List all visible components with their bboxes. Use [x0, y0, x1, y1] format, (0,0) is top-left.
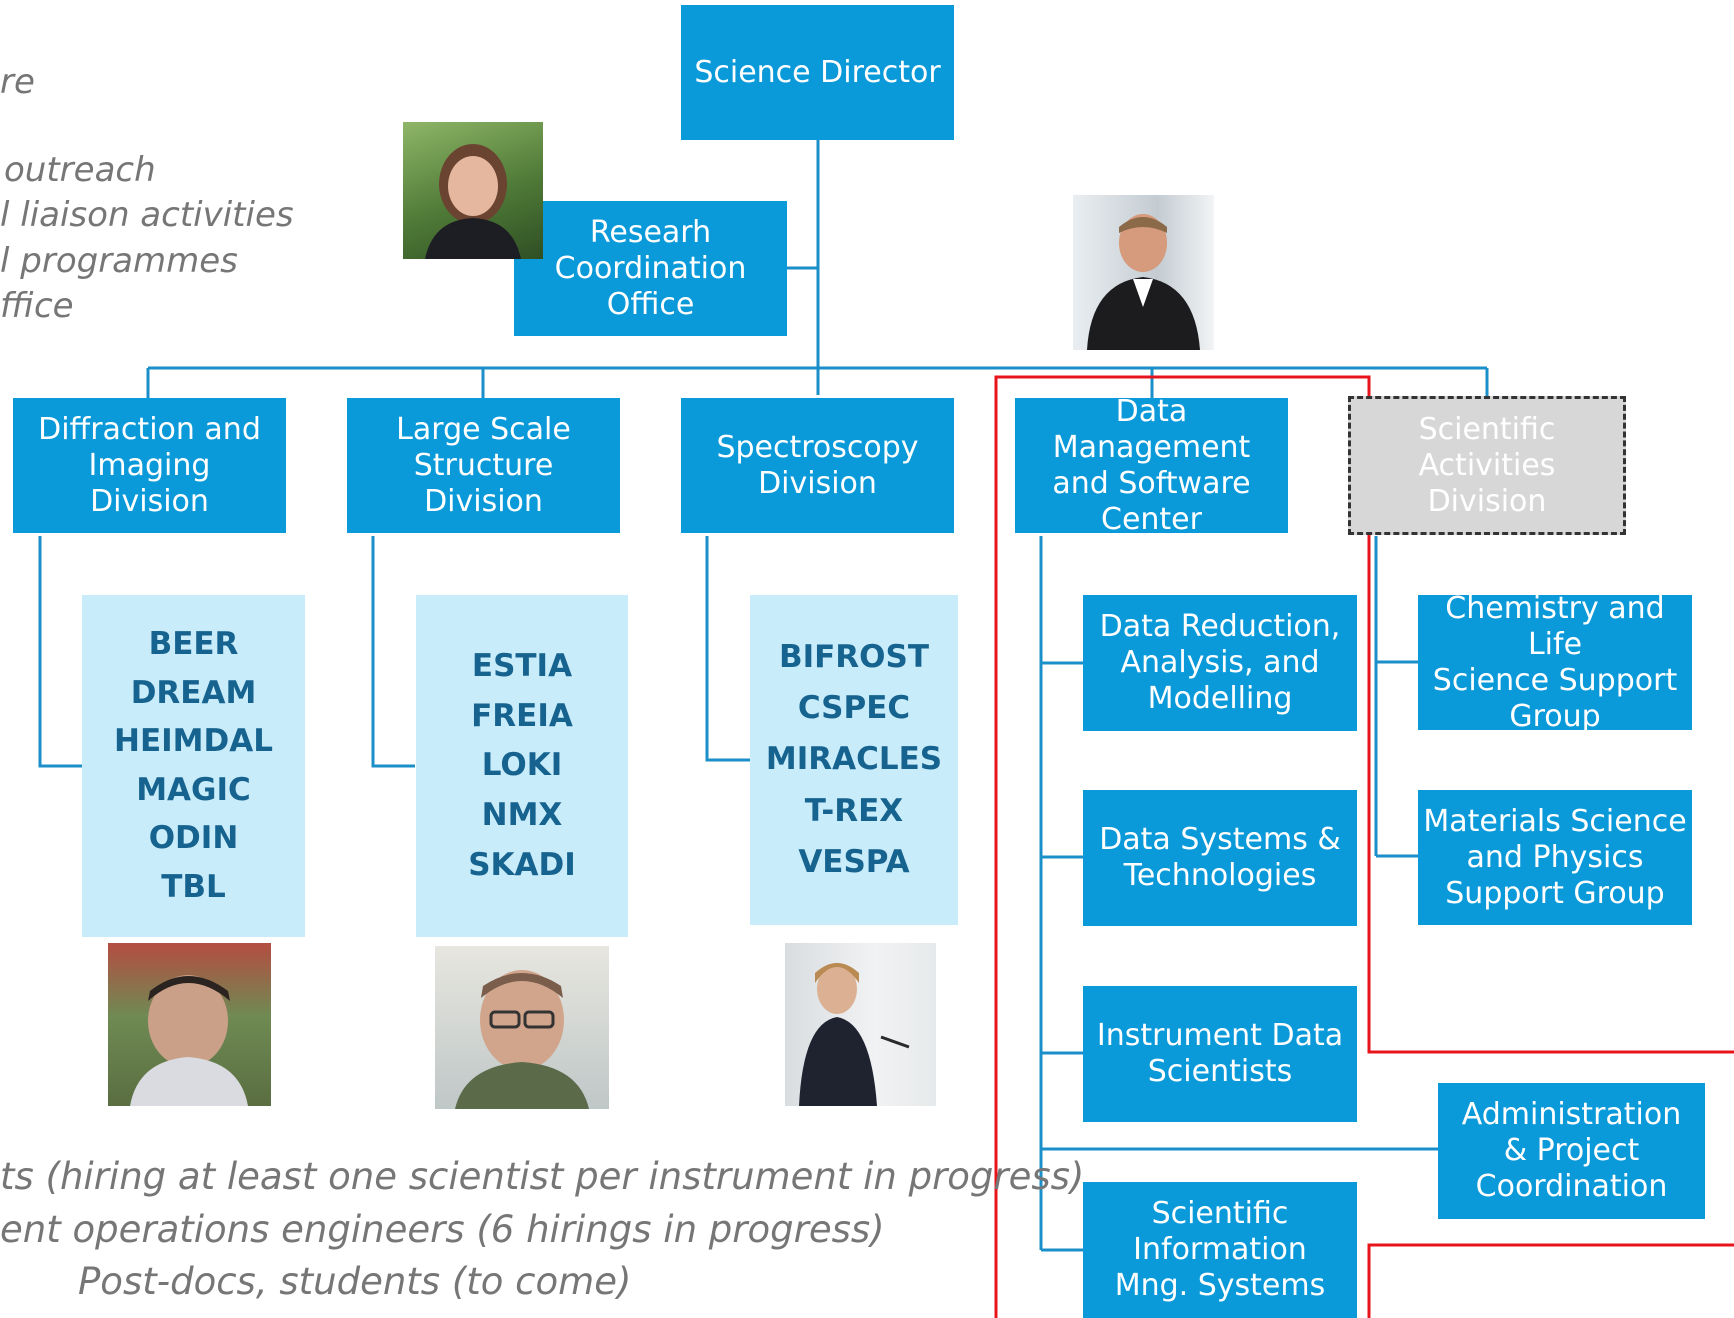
instrument-freia: FREIA	[471, 697, 573, 734]
scientific-information-systems-box: Scientific Information Mng. Systems	[1083, 1182, 1357, 1318]
bottom-note-line-1: ts (hiring at least one scientist per in…	[0, 1155, 1085, 1198]
connector	[371, 536, 415, 768]
connector	[38, 536, 82, 768]
bottom-note-line-3: Post-docs, students (to come)	[78, 1260, 632, 1303]
instrument-trex: T-REX	[804, 792, 904, 829]
dmsc-box: Data Management and Software Center	[1015, 394, 1288, 537]
left-note-line-3: l liaison activities	[0, 195, 294, 235]
materials-science-group-box: Materials Science and Physics Support Gr…	[1418, 790, 1692, 925]
connector	[705, 536, 750, 762]
photo-research-office-head	[403, 122, 543, 259]
instrument-bifrost: BIFROST	[778, 639, 930, 675]
left-note-line-2: outreach	[4, 150, 156, 190]
instrument-data-scientists-box: Instrument Data Scientists	[1083, 986, 1357, 1122]
instrument-miracles: MIRACLES	[765, 741, 943, 778]
spectroscopy-division-box: Spectroscopy Division	[681, 398, 954, 533]
administration-coordination-box: Administration & Project Coordination	[1438, 1083, 1705, 1219]
photo-diffraction-head	[108, 943, 271, 1106]
instrument-cspec: CSPEC	[797, 690, 911, 727]
scientific-activities-division-box: Scientific Activities Division	[1348, 396, 1626, 535]
instrument-odin: ODIN	[148, 820, 239, 857]
large-scale-structure-division-box: Large Scale Structure Division	[347, 398, 620, 533]
bottom-note-line-2: ent operations engineers (6 hirings in p…	[0, 1208, 885, 1251]
data-systems-group-box: Data Systems & Technologies	[1083, 790, 1357, 926]
diffraction-imaging-division-box: Diffraction and Imaging Division	[13, 398, 286, 533]
data-reduction-group-box: Data Reduction, Analysis, and Modelling	[1083, 595, 1357, 731]
instrument-nmx: NMX	[481, 797, 563, 834]
left-note-line-4: l programmes	[0, 241, 238, 281]
left-note-line-1: re	[0, 62, 35, 102]
instrument-magic: MAGIC	[136, 771, 251, 808]
instrument-heimdal: HEIMDAL	[114, 723, 273, 760]
diffraction-instruments-list: BEER DREAM HEIMDAL MAGIC ODIN TBL	[82, 595, 305, 937]
instrument-vespa: VESPA	[798, 843, 910, 880]
photo-spectroscopy-head	[785, 943, 936, 1106]
instrument-tbl: TBL	[161, 868, 226, 905]
instrument-beer: BEER	[148, 626, 239, 663]
research-coordination-office-box: Researh Coordination Office	[514, 201, 787, 336]
instrument-dream: DREAM	[130, 674, 257, 711]
instrument-estia: ESTIA	[471, 647, 573, 684]
photo-dmsc-head	[1073, 195, 1214, 350]
science-director-box: Science Director	[681, 5, 954, 140]
instrument-loki: LOKI	[481, 747, 563, 784]
instrument-skadi: SKADI	[468, 847, 576, 884]
left-note-line-5: ffice	[0, 286, 74, 326]
chemistry-life-science-group-box: Chemistry and Life Science Support Group	[1418, 591, 1692, 734]
large-scale-instruments-list: ESTIA FREIA LOKI NMX SKADI	[416, 595, 628, 937]
red-highlight-outline	[994, 375, 1734, 1318]
photo-large-scale-head	[435, 946, 609, 1109]
spectroscopy-instruments-list: BIFROST CSPEC MIRACLES T-REX VESPA	[750, 595, 958, 925]
